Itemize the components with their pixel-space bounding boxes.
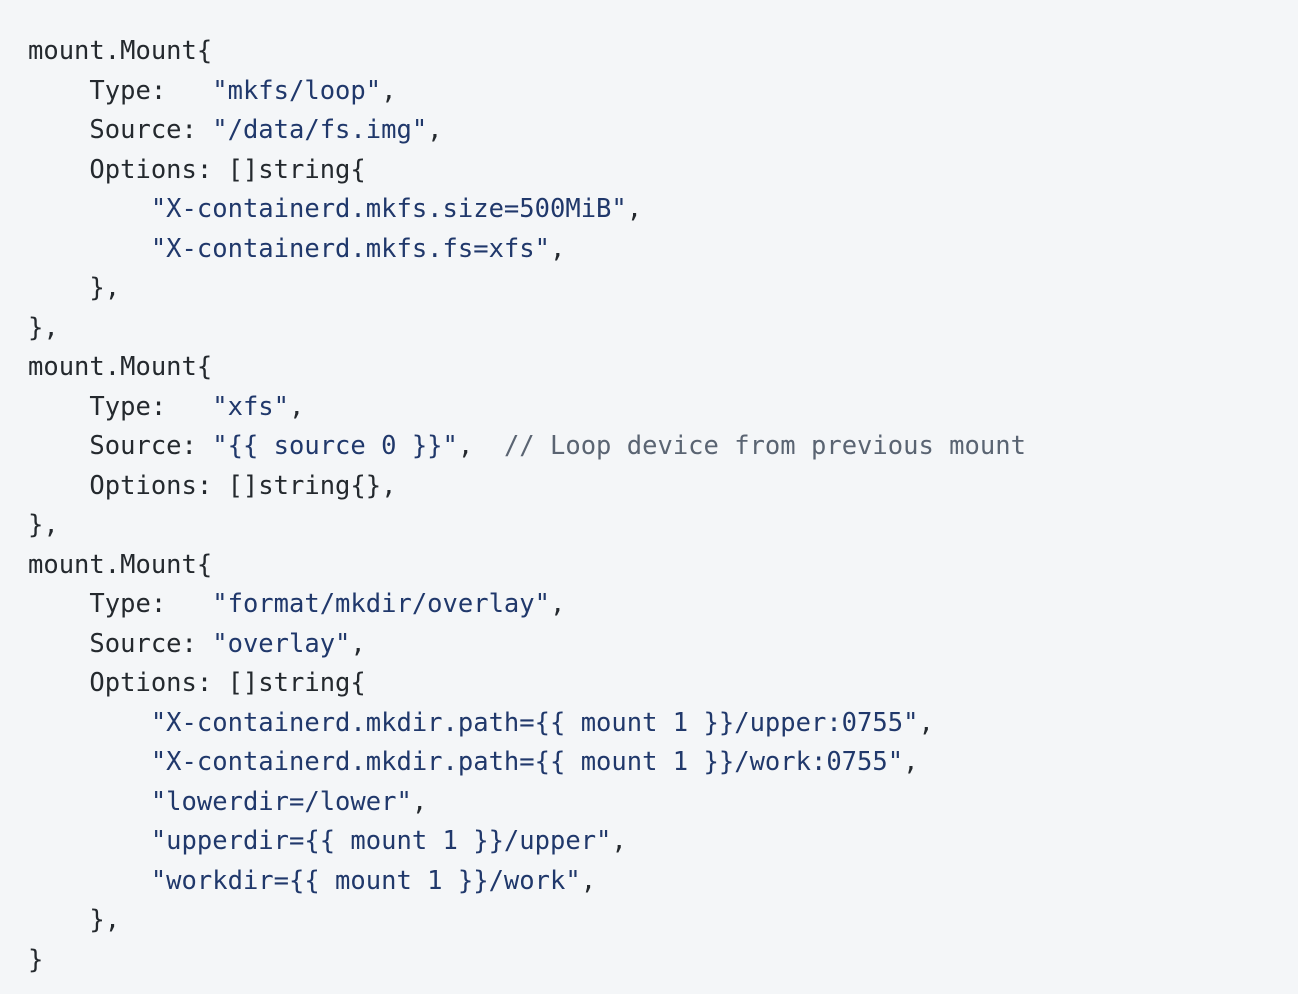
code-token-plain: Type: bbox=[28, 75, 213, 106]
code-token-plain: , bbox=[550, 233, 566, 264]
code-token-string: "X-containerd.mkdir.path={{ mount 1 }}/u… bbox=[150, 707, 919, 738]
code-token-plain: }, bbox=[28, 905, 121, 935]
code-line: Source: "{{ source 0 }}", // Loop device… bbox=[28, 427, 1298, 467]
code-token-plain: Source: bbox=[28, 431, 213, 461]
code-line: Options: []string{}, bbox=[28, 467, 1298, 507]
code-token-plain: , bbox=[903, 747, 919, 777]
code-token-plain: , bbox=[427, 115, 443, 145]
code-line: mount.Mount{ bbox=[28, 32, 1298, 72]
code-token-string: "xfs" bbox=[212, 391, 289, 422]
code-token-plain: mount.Mount{ bbox=[28, 36, 213, 66]
code-lines-container: mount.Mount{ Type: "mkfs/loop", Source: … bbox=[28, 32, 1298, 980]
code-token-string: "upperdir={{ mount 1 }}/upper" bbox=[150, 826, 612, 856]
code-line: }, bbox=[28, 309, 1298, 349]
code-line: Source: "/data/fs.img", bbox=[28, 111, 1298, 151]
code-token-plain: Options: []string{ bbox=[28, 668, 366, 698]
code-token-plain: Options: []string{}, bbox=[28, 470, 397, 501]
code-token-plain: , bbox=[611, 826, 627, 856]
code-line: mount.Mount{ bbox=[28, 546, 1298, 586]
code-token-plain: Source: bbox=[28, 115, 213, 145]
code-line: "X-containerd.mkfs.size=500MiB", bbox=[28, 190, 1298, 230]
code-token-plain bbox=[28, 866, 151, 896]
code-token-plain bbox=[28, 747, 151, 777]
code-token-plain: , bbox=[411, 786, 428, 817]
code-line: Type: "format/mkdir/overlay", bbox=[28, 585, 1298, 625]
code-line: Source: "overlay", bbox=[28, 625, 1298, 665]
code-line: mount.Mount{ bbox=[28, 348, 1298, 388]
code-token-plain: mount.Mount{ bbox=[28, 549, 213, 580]
code-line: } bbox=[28, 941, 1298, 981]
code-line: "lowerdir=/lower", bbox=[28, 783, 1298, 823]
code-token-plain: } bbox=[28, 944, 44, 975]
code-token-plain: Source: bbox=[28, 628, 213, 659]
code-token-plain bbox=[28, 234, 151, 264]
code-token-string: "lowerdir=/lower" bbox=[150, 786, 412, 817]
code-token-string: "mkfs/loop" bbox=[212, 75, 382, 106]
code-token-plain: mount.Mount{ bbox=[28, 352, 213, 382]
code-line: Type: "xfs", bbox=[28, 388, 1298, 428]
code-token-plain: }, bbox=[28, 510, 59, 540]
code-line: "X-containerd.mkfs.fs=xfs", bbox=[28, 230, 1298, 270]
code-token-plain bbox=[28, 708, 151, 738]
code-line: "workdir={{ mount 1 }}/work", bbox=[28, 862, 1298, 902]
code-line: Options: []string{ bbox=[28, 664, 1298, 704]
code-token-plain: Type: bbox=[28, 589, 213, 619]
code-token-string: "/data/fs.img" bbox=[212, 115, 428, 145]
code-token-plain bbox=[28, 787, 151, 817]
code-token-plain: , bbox=[381, 75, 397, 106]
code-line: Type: "mkfs/loop", bbox=[28, 72, 1298, 112]
code-line: }, bbox=[28, 901, 1298, 941]
code-token-string: "{{ source 0 }}" bbox=[212, 431, 458, 461]
code-token-string: "format/mkdir/overlay" bbox=[212, 589, 550, 619]
code-token-plain: , bbox=[918, 707, 934, 738]
code-token-plain: , bbox=[289, 391, 305, 422]
code-token-plain: , bbox=[550, 589, 566, 619]
code-token-string: "overlay" bbox=[212, 628, 351, 659]
code-token-string: "workdir={{ mount 1 }}/work" bbox=[150, 865, 581, 896]
code-token-string: "X-containerd.mkdir.path={{ mount 1 }}/w… bbox=[150, 747, 904, 777]
code-token-plain: }, bbox=[28, 312, 59, 343]
code-line: "X-containerd.mkdir.path={{ mount 1 }}/u… bbox=[28, 704, 1298, 744]
code-token-plain: Type: bbox=[28, 391, 213, 422]
code-token-plain: Options: []string{ bbox=[28, 154, 366, 185]
code-token-plain bbox=[28, 194, 151, 224]
code-token-plain: , bbox=[457, 431, 504, 461]
code-line: "upperdir={{ mount 1 }}/upper", bbox=[28, 822, 1298, 862]
code-line: }, bbox=[28, 506, 1298, 546]
code-line: Options: []string{ bbox=[28, 151, 1298, 191]
code-line: }, bbox=[28, 269, 1298, 309]
code-line: "X-containerd.mkdir.path={{ mount 1 }}/w… bbox=[28, 743, 1298, 783]
code-token-plain: }, bbox=[28, 273, 121, 303]
code-token-string: "X-containerd.mkfs.fs=xfs" bbox=[150, 233, 550, 264]
code-token-plain bbox=[28, 826, 151, 856]
code-token-plain: , bbox=[580, 865, 597, 896]
code-token-comment: // Loop device from previous mount bbox=[503, 431, 1026, 461]
code-token-plain: , bbox=[350, 628, 366, 659]
code-token-string: "X-containerd.mkfs.size=500MiB" bbox=[150, 194, 627, 224]
code-token-plain: , bbox=[626, 194, 643, 224]
